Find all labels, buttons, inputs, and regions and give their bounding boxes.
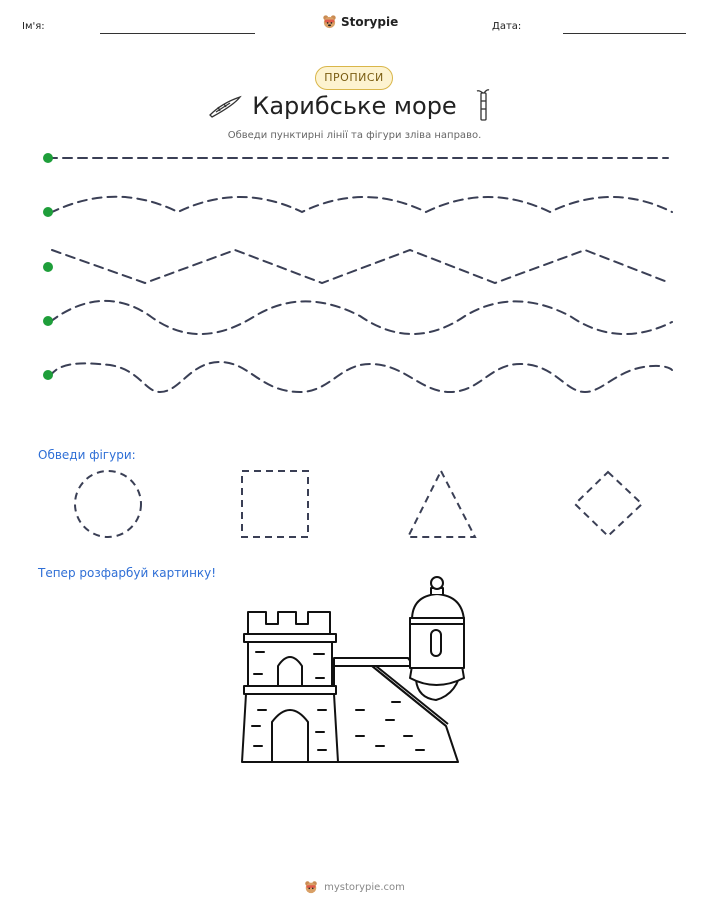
date-label: Дата:: [492, 21, 522, 32]
storypie-bear-icon: [323, 15, 336, 29]
shapes-section-title: Обведи фігури:: [38, 448, 136, 462]
tracing-line-hill-wave[interactable]: [49, 360, 673, 394]
start-dot: [43, 207, 53, 217]
tracing-line-smooth-wave[interactable]: [49, 195, 673, 214]
coloring-section-title: Тепер розфарбуй картинку!: [38, 566, 217, 580]
page-subtitle: Обведи пунктирні лінії та фігури зліва н…: [227, 130, 482, 141]
start-dot: [43, 370, 53, 380]
storypie-bear-icon: [305, 881, 317, 894]
trace-square[interactable]: [241, 470, 309, 538]
brand-logo: Storypie: [322, 14, 398, 29]
sugarcane-icon: [476, 89, 490, 121]
start-dot: [43, 316, 53, 326]
start-dot: [43, 153, 53, 163]
brand-name: Storypie: [341, 14, 399, 29]
castle-fort-illustration[interactable]: [236, 574, 466, 768]
tracing-lines-area: [43, 153, 673, 394]
worksheet-badge: ПРОПИСИ: [315, 66, 393, 90]
name-label: Ім'я:: [22, 21, 45, 32]
trace-circle[interactable]: [74, 470, 142, 538]
start-dot: [43, 262, 53, 272]
tracing-shapes-area: [74, 468, 644, 538]
footer-link[interactable]: mystorypie.com: [324, 881, 405, 893]
tracing-line-wave[interactable]: [49, 299, 673, 336]
tracing-line-zigzag[interactable]: [51, 248, 671, 285]
trace-triangle[interactable]: [406, 468, 477, 538]
trace-diamond[interactable]: [573, 470, 644, 538]
name-input-line[interactable]: [100, 33, 255, 34]
date-input-line[interactable]: [563, 33, 686, 34]
canoe-icon: [209, 95, 242, 118]
page-footer: mystorypie.com: [0, 880, 709, 894]
page-title: Карибське море: [252, 92, 457, 120]
